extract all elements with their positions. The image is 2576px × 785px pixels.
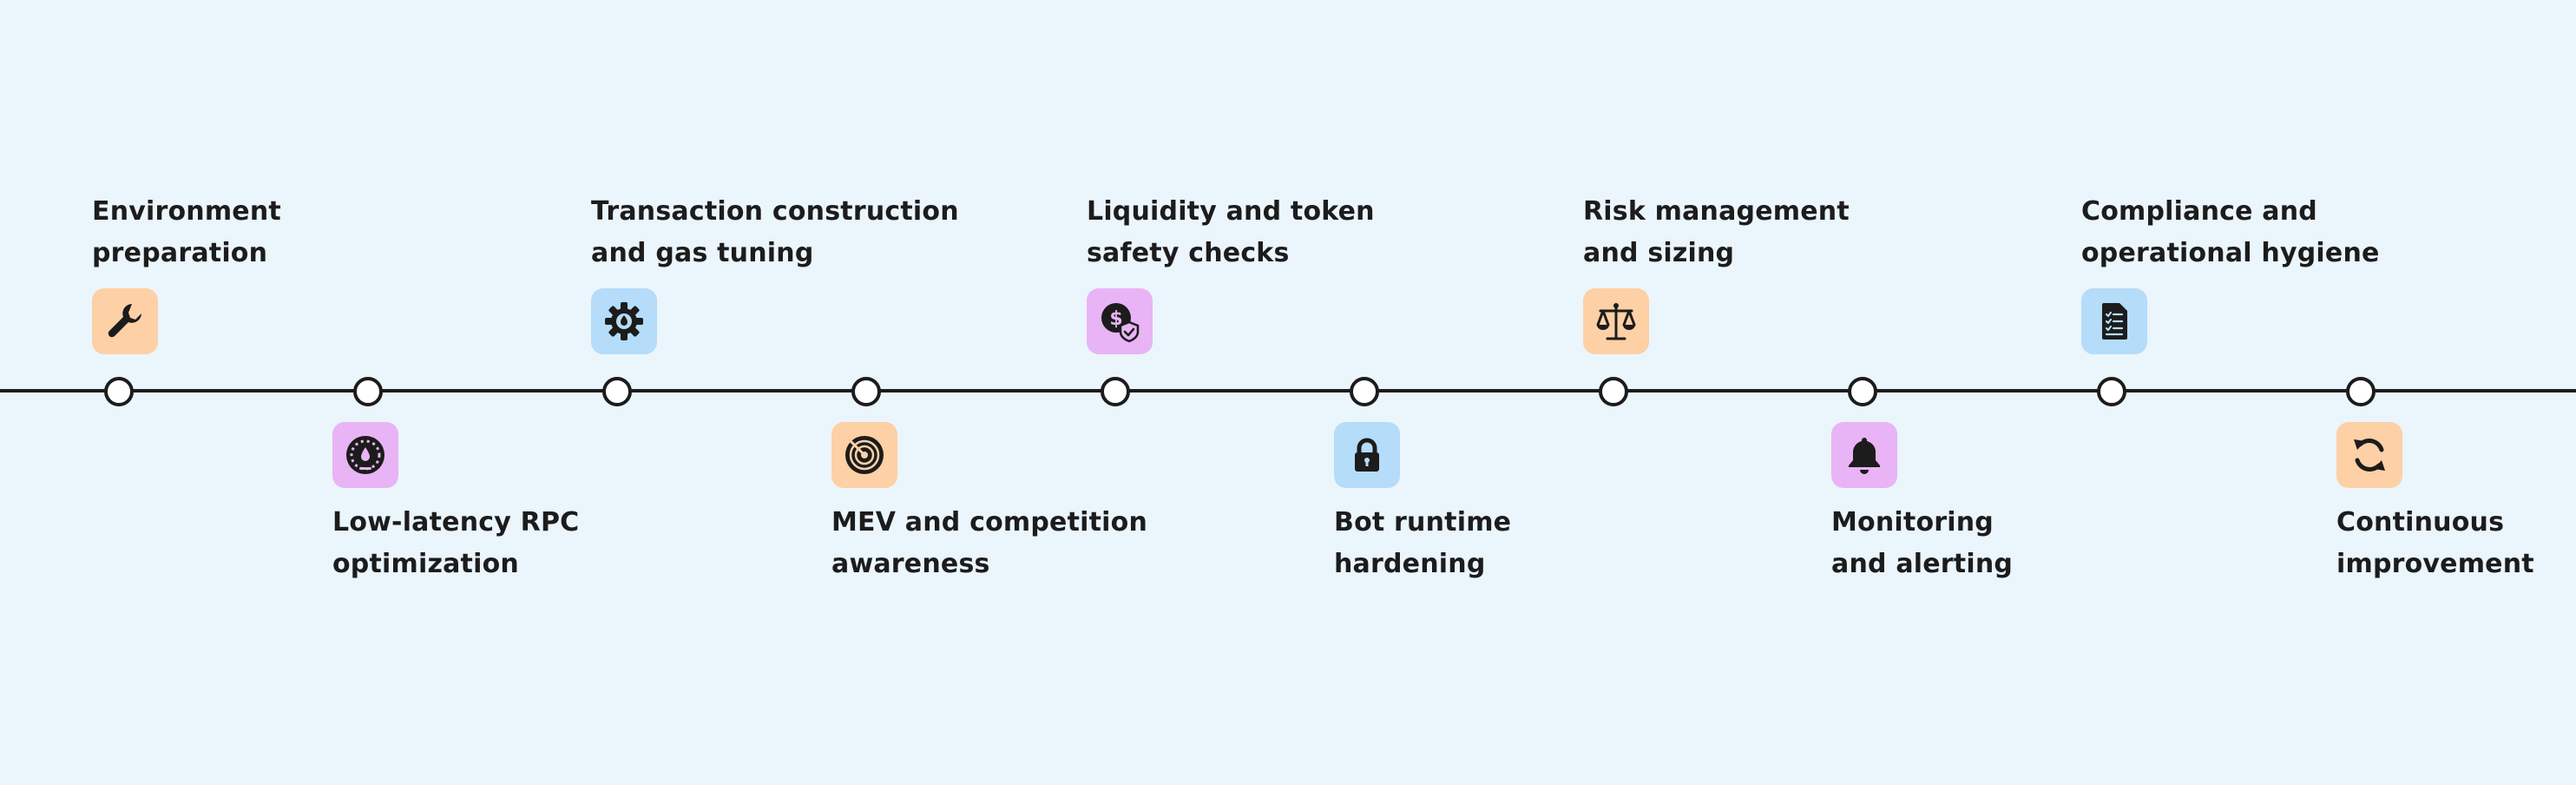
step-icon-tile <box>332 422 398 488</box>
lock-icon <box>1355 438 1379 472</box>
step-label-line: MEV and competition <box>831 507 1148 538</box>
wrench-icon <box>108 304 141 338</box>
step-icon-tile <box>1334 422 1400 488</box>
step-label-line: Transaction construction <box>591 196 959 227</box>
timeline-node <box>1101 377 1130 406</box>
timeline-node <box>851 377 881 406</box>
radar-icon <box>845 436 884 474</box>
timeline-node <box>353 377 383 406</box>
step-label-mev-competition: MEV and competition awareness <box>831 502 1147 585</box>
step-label-line: Environment <box>92 196 281 227</box>
step-label-low-latency-rpc: Low-latency RPC optimization <box>332 502 579 585</box>
step-label-line: Monitoring <box>1831 507 1994 538</box>
step-label-transaction-construction: Transaction construction and gas tuning <box>591 191 959 274</box>
step-label-line: optimization <box>332 549 519 579</box>
step-label-monitoring-alerting: Monitoring and alerting <box>1831 502 2013 585</box>
svg-text:$: $ <box>1109 308 1122 330</box>
step-label-line: Compliance and <box>2081 196 2317 227</box>
step-label-line: hardening <box>1334 549 1486 579</box>
step-icon-tile <box>92 288 158 354</box>
step-icon-tile <box>1583 288 1649 354</box>
step-label-line: Continuous <box>2336 507 2505 538</box>
timeline-node <box>602 377 632 406</box>
scales-icon <box>1596 303 1636 340</box>
step-label-line: and sizing <box>1583 238 1735 268</box>
step-label-line: Bot runtime <box>1334 507 1512 538</box>
step-icon-tile <box>591 288 657 354</box>
step-label-line: and gas tuning <box>591 238 814 268</box>
step-label-continuous-improvement: Continuous improvement <box>2336 502 2534 585</box>
bell-icon <box>1849 438 1880 474</box>
step-label-line: operational hygiene <box>2081 238 2380 268</box>
speedometer-icon <box>346 436 384 474</box>
step-icon-tile <box>831 422 897 488</box>
step-label-environment-preparation: Environment preparation <box>92 191 281 274</box>
timeline-node <box>1599 377 1628 406</box>
step-label-line: safety checks <box>1087 238 1290 268</box>
refresh-icon <box>2354 439 2385 472</box>
step-icon-tile <box>2336 422 2402 488</box>
timeline-node <box>2097 377 2126 406</box>
step-label-line: awareness <box>831 549 990 579</box>
step-label-risk-management: Risk management and sizing <box>1583 191 1850 274</box>
gear-icon <box>605 302 643 340</box>
step-icon-tile <box>1831 422 1897 488</box>
dollar-shield-icon: $ <box>1101 303 1140 343</box>
step-label-line: preparation <box>92 238 268 268</box>
timeline-node <box>104 377 134 406</box>
step-label-bot-runtime: Bot runtime hardening <box>1334 502 1511 585</box>
timeline-line <box>0 389 2576 392</box>
step-icon-tile: $ <box>1087 288 1153 354</box>
step-label-line: Low-latency RPC <box>332 507 580 538</box>
step-label-line: and alerting <box>1831 549 2014 579</box>
checklist-icon <box>2102 303 2127 340</box>
step-label-liquidity-token-safety: Liquidity and token safety checks <box>1087 191 1375 274</box>
timeline-node <box>1848 377 1877 406</box>
timeline-node <box>2346 377 2376 406</box>
timeline-node <box>1350 377 1379 406</box>
step-label-line: Liquidity and token <box>1087 196 1375 227</box>
step-label-compliance: Compliance and operational hygiene <box>2081 191 2380 274</box>
step-label-line: Risk management <box>1583 196 1850 227</box>
step-icon-tile <box>2081 288 2147 354</box>
step-label-line: improvement <box>2336 549 2534 579</box>
